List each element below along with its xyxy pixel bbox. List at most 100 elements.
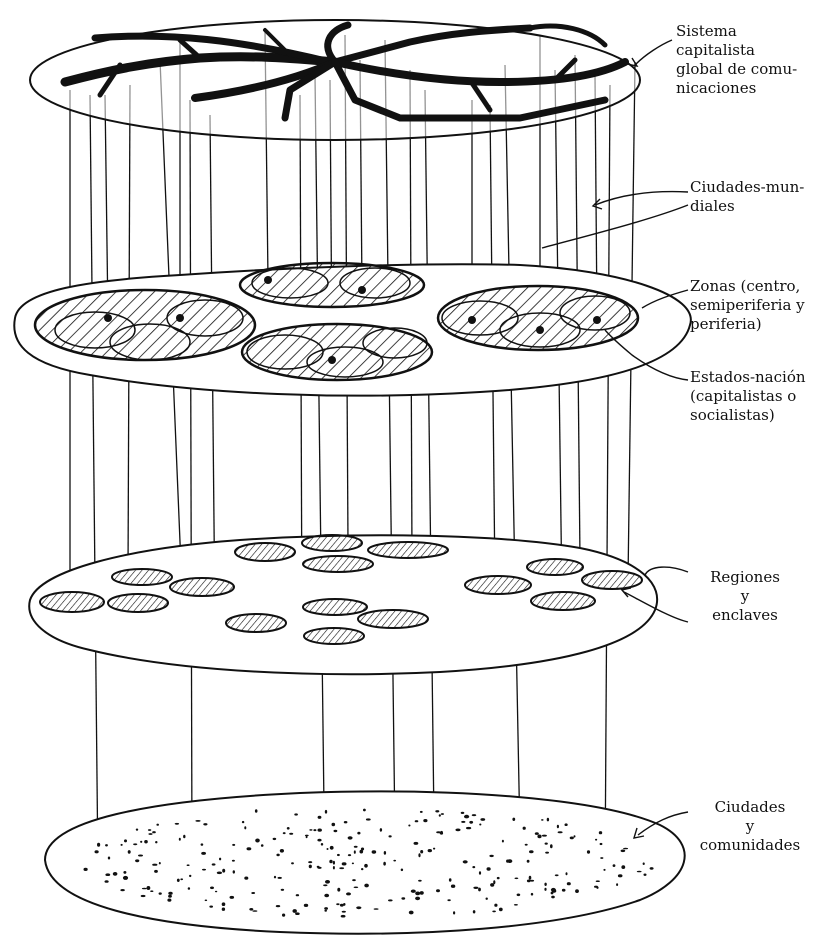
speckle — [148, 833, 152, 835]
speckle — [542, 835, 547, 837]
speckle — [393, 860, 396, 862]
speckle — [278, 877, 282, 879]
speckle — [473, 887, 478, 889]
speckle — [364, 884, 369, 888]
speckle — [222, 908, 225, 911]
speckle — [414, 842, 419, 845]
speckle — [105, 880, 109, 883]
speckle — [148, 829, 151, 831]
speckle — [309, 829, 312, 831]
speckle — [128, 850, 131, 854]
speckle — [449, 878, 452, 881]
speckle — [541, 819, 544, 821]
speckle — [436, 889, 440, 892]
speckle — [175, 823, 179, 825]
speckle — [313, 829, 316, 831]
speckle — [189, 875, 191, 877]
speckle — [333, 866, 335, 869]
speckle — [529, 876, 532, 880]
speckle — [357, 832, 360, 835]
speckle — [155, 841, 157, 843]
speckle — [435, 810, 439, 812]
speckle — [168, 892, 172, 895]
speckle — [550, 844, 553, 848]
layer-zones — [14, 263, 691, 396]
speckle — [337, 854, 340, 856]
speckle — [187, 864, 190, 866]
speckle — [472, 866, 475, 868]
speckle — [346, 892, 351, 895]
speckle — [203, 823, 207, 825]
speckle — [515, 878, 519, 880]
speckle — [354, 887, 359, 889]
speckle — [135, 859, 139, 862]
speckle — [356, 906, 361, 909]
speckle — [323, 884, 327, 886]
label-global-system: Sistema capitalista global de comu- nica… — [676, 22, 816, 98]
speckle — [217, 872, 222, 875]
speckle — [623, 848, 628, 850]
speckle — [293, 909, 297, 913]
speckle — [201, 852, 206, 855]
speckle — [251, 892, 255, 894]
speckle — [493, 880, 495, 884]
speckle — [618, 874, 623, 877]
speckle — [466, 827, 471, 829]
speckle — [383, 862, 386, 866]
speckle — [594, 886, 598, 888]
speckle — [599, 831, 602, 834]
speckle — [415, 892, 420, 896]
speckle — [587, 850, 590, 853]
speckle — [512, 818, 515, 821]
layer-regions — [29, 535, 657, 674]
speckle — [105, 873, 110, 876]
speckle — [514, 904, 518, 906]
speckle — [401, 869, 403, 872]
speckle — [409, 911, 414, 915]
speckle — [472, 814, 476, 816]
speckle — [480, 818, 485, 821]
speckle — [276, 854, 279, 857]
speckle — [317, 866, 320, 868]
speckle — [567, 882, 571, 885]
speckle — [388, 899, 393, 901]
speckle — [183, 835, 185, 839]
speckle — [621, 850, 626, 853]
speckle — [339, 867, 344, 869]
speckle — [557, 825, 559, 828]
speckle — [97, 843, 100, 847]
speckle — [551, 896, 555, 899]
speckle — [352, 863, 354, 865]
speckle — [415, 820, 419, 822]
speckle — [108, 857, 110, 860]
speckle — [332, 823, 336, 826]
speckle — [361, 868, 363, 870]
speckle — [136, 829, 138, 831]
speckle — [531, 893, 533, 896]
speckle — [420, 850, 423, 853]
speckle — [142, 888, 147, 890]
speckle — [575, 889, 579, 893]
speckle — [527, 860, 530, 863]
speckle — [348, 854, 351, 856]
speckle — [499, 908, 503, 912]
speckle — [455, 829, 460, 832]
speckle — [469, 821, 473, 824]
speckle — [179, 838, 181, 841]
speckle — [113, 872, 118, 876]
speckle — [600, 843, 603, 845]
speckle — [205, 900, 208, 902]
speckle — [478, 888, 481, 892]
speckle — [123, 871, 126, 874]
speckle — [283, 832, 286, 834]
speckle — [281, 889, 284, 891]
speckle — [180, 878, 183, 880]
speckle — [420, 891, 424, 895]
speckle — [451, 885, 455, 888]
speckle — [152, 864, 157, 866]
speckle — [342, 911, 346, 913]
speckle — [167, 899, 171, 902]
layer-global-system — [30, 20, 640, 140]
speckle — [595, 839, 597, 841]
speckle — [232, 860, 235, 862]
